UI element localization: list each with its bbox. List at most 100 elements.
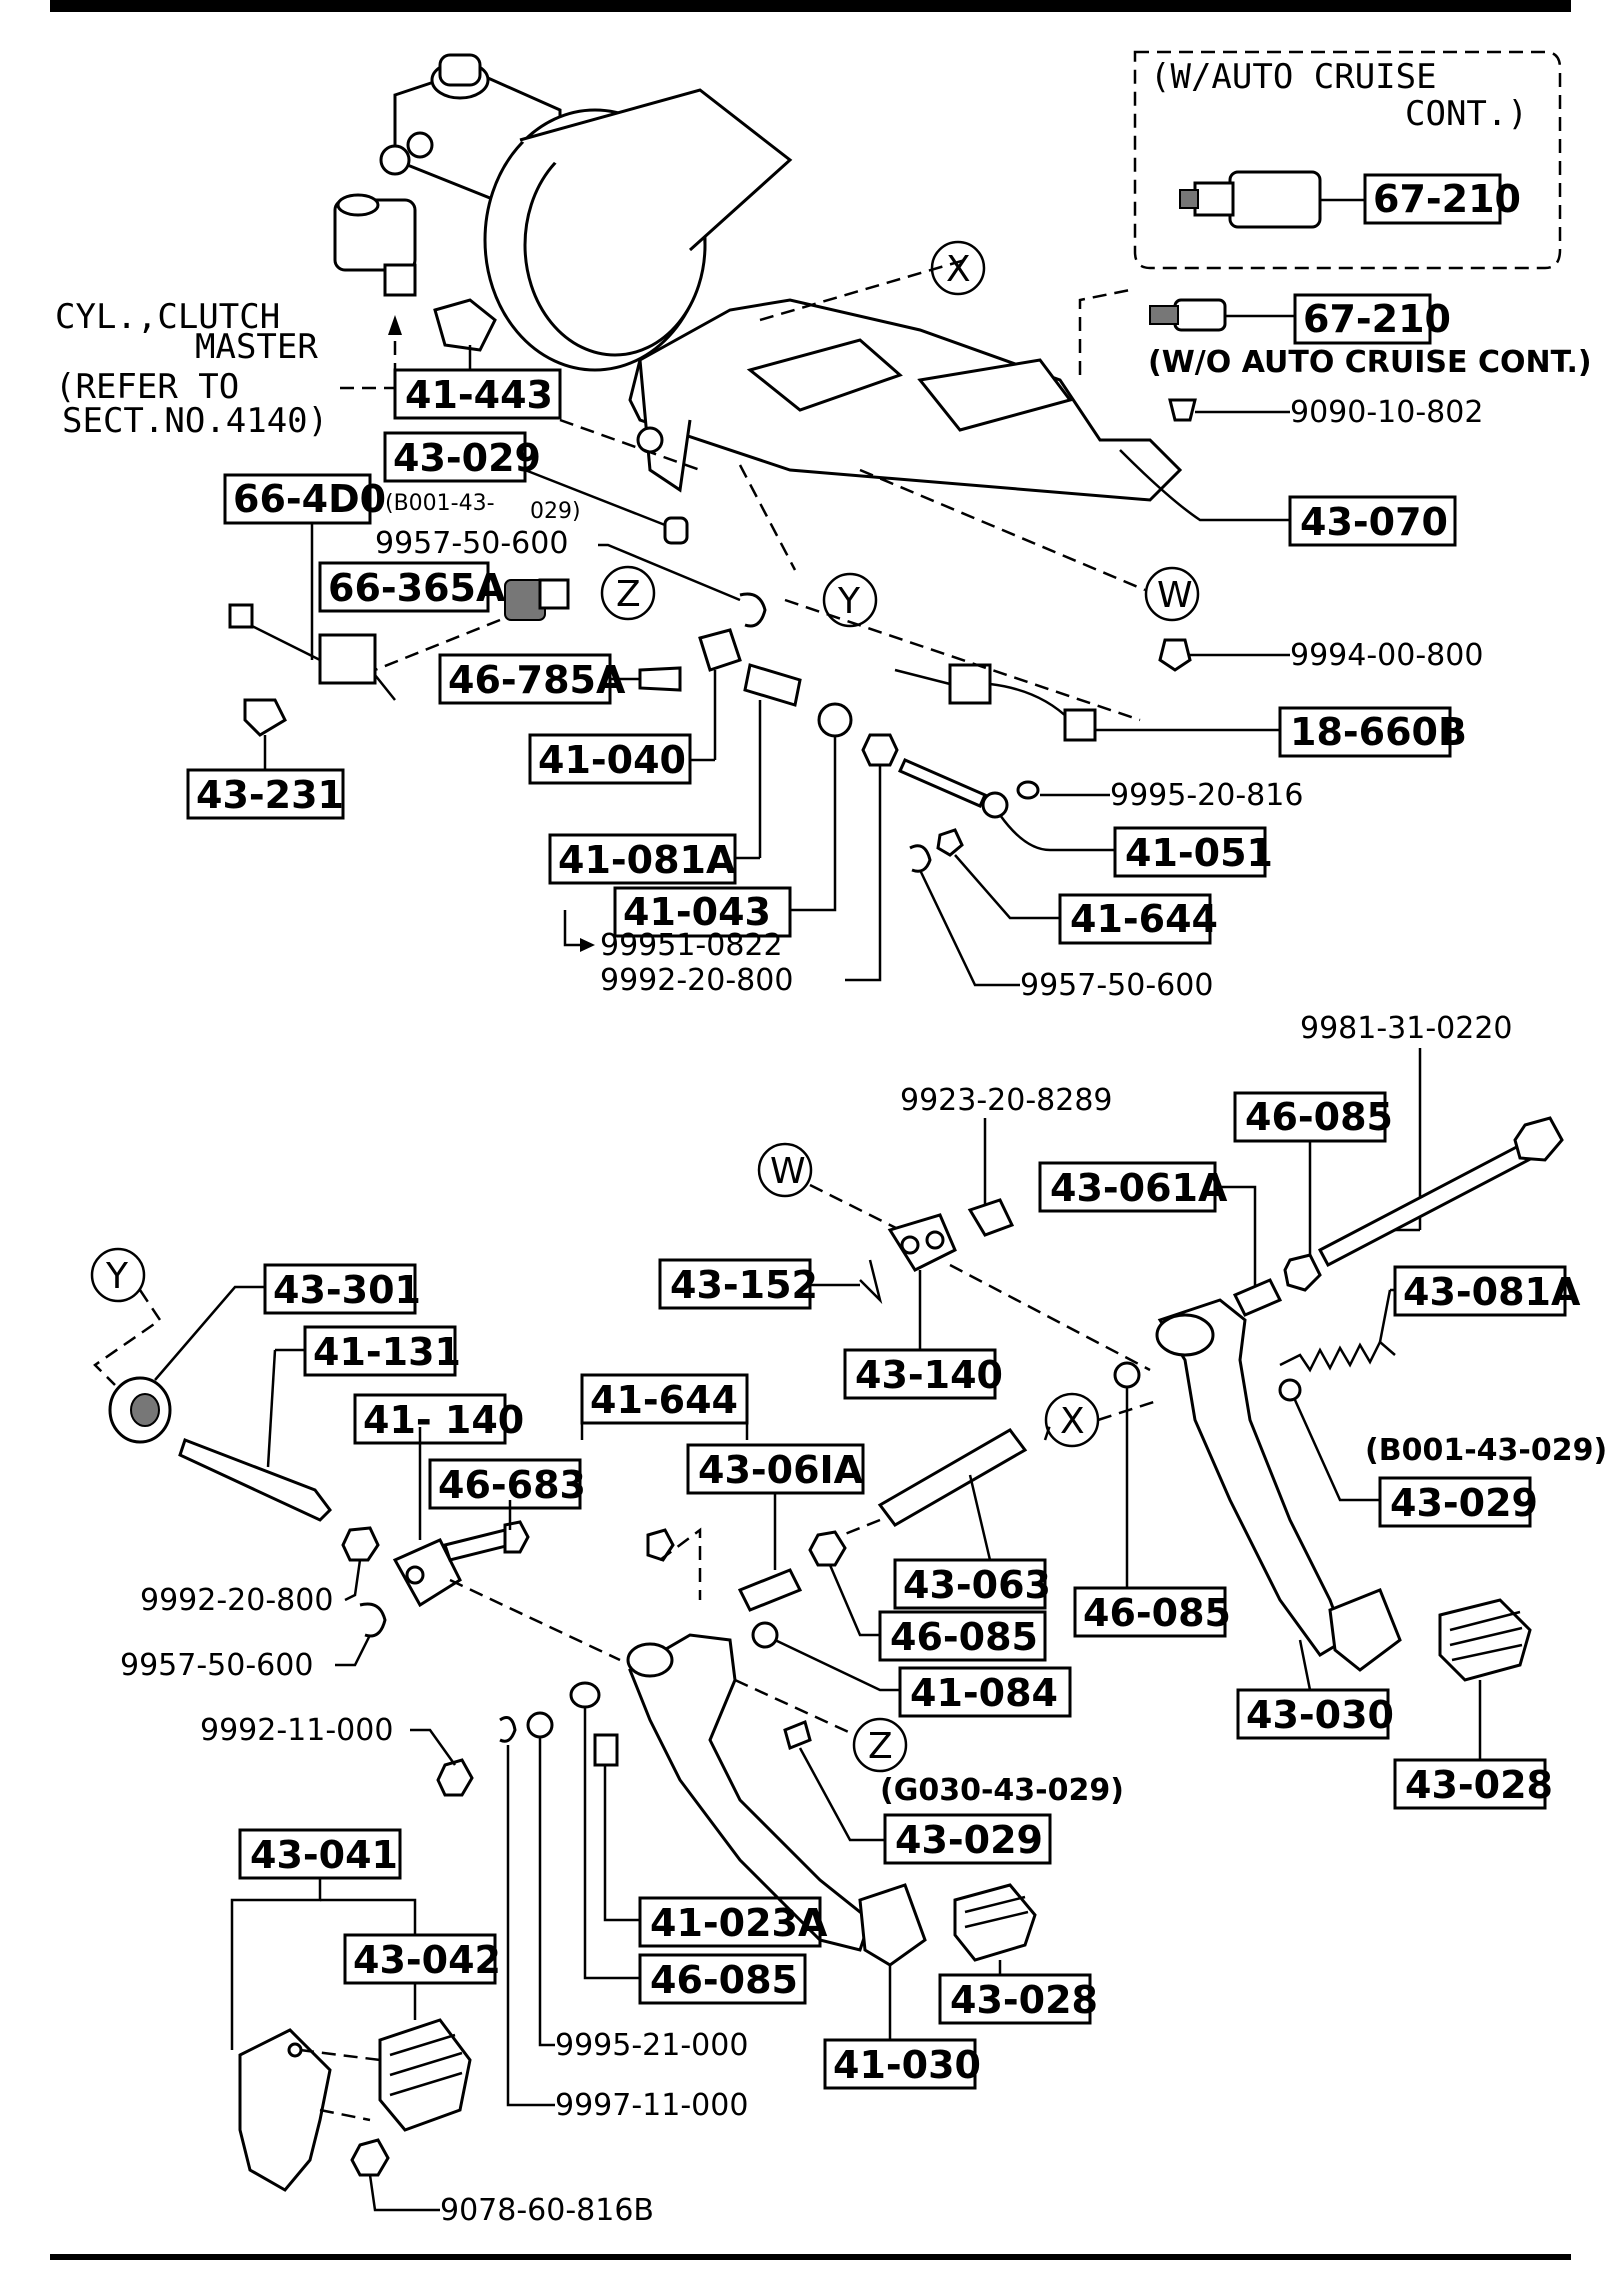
- ref-99951-0822: 99951-0822: [600, 928, 783, 963]
- harness-18-660b-drawing: [894, 663, 1097, 742]
- ref-9997-11-000: 9997-11-000: [555, 2088, 748, 2123]
- part-43-030: 43-030: [1246, 1693, 1394, 1737]
- ref-9090-10-802: 9090-10-802: [1290, 395, 1483, 430]
- marker-x-lower: X: [1060, 1401, 1085, 1442]
- b001-sub-top-a: (B001-43-: [385, 491, 495, 516]
- stop-switch-drawing: [1149, 298, 1227, 332]
- part-18-660b: 18-660B: [1290, 710, 1467, 754]
- ref-9995-21-000: 9995-21-000: [555, 2028, 748, 2063]
- part-43-028-lower: 43-028: [950, 1978, 1098, 2022]
- part-46-085-mid: 46-085: [890, 1615, 1038, 1659]
- part-43-301: 43-301: [273, 1268, 421, 1312]
- marker-z-top: Z: [616, 574, 641, 615]
- screw-43-231-drawing: [243, 698, 287, 737]
- wo-auto-cruise-note: (W/O AUTO CRUISE CONT.): [1148, 345, 1592, 380]
- ref-9995-20-816: 9995-20-816: [1110, 778, 1303, 813]
- part-43-029-right: 43-029: [1390, 1481, 1538, 1525]
- part-46-085-top: 46-085: [1245, 1095, 1393, 1139]
- part-43-028-right: 43-028: [1405, 1763, 1553, 1807]
- part-43-042: 43-042: [353, 1938, 501, 1982]
- part-43-029-top: 43-029: [393, 436, 541, 480]
- b001-sub-right: (B001-43-029): [1365, 1433, 1607, 1468]
- part-43-081a: 43-081A: [1403, 1270, 1581, 1314]
- part-67-210: 67-210: [1303, 297, 1451, 341]
- ref-9981-31-0220: 9981-31-0220: [1300, 1011, 1513, 1046]
- part-41-084: 41-084: [910, 1671, 1058, 1715]
- part-41-644-top: 41-644: [1070, 897, 1218, 941]
- pushrod-41-131-drawing: [178, 1438, 332, 1522]
- part-41-051: 41-051: [1125, 831, 1273, 875]
- part-46-683: 46-683: [438, 1463, 586, 1507]
- marker-z-lower: Z: [868, 1726, 893, 1767]
- part-43-063: 43-063: [903, 1563, 1051, 1607]
- bracket-43-140-drawing: [887, 1213, 957, 1272]
- top-rule: [50, 0, 1571, 12]
- inset-note-line1: (W/AUTO CRUISE: [1150, 57, 1437, 97]
- marker-y-top: Y: [837, 581, 861, 622]
- bolt-41-051-drawing: [898, 758, 987, 808]
- marker-y-lower: Y: [105, 1256, 129, 1297]
- brake-master-cylinder-booster-drawing: [379, 53, 793, 372]
- part-46-085-right-lower: 46-085: [1083, 1591, 1231, 1635]
- bottom-rule: [50, 2254, 1571, 2260]
- g030-sub: (G030-43-029): [880, 1773, 1124, 1808]
- clutch-master-note-line2: MASTER: [195, 327, 318, 367]
- part-41-043: 41-043: [623, 890, 771, 934]
- refer-note-line1: (REFER TO: [55, 367, 239, 407]
- part-41-644-lower: 41-644: [590, 1378, 738, 1422]
- ref-9078-60-816b: 9078-60-816B: [440, 2193, 654, 2228]
- marker-w-lower: W: [770, 1151, 806, 1192]
- ref-9923-20-8289: 9923-20-8289: [900, 1083, 1113, 1118]
- part-43-041: 43-041: [250, 1833, 398, 1877]
- part-41-131: 41-131: [313, 1330, 461, 1374]
- ref-9994-00-800: 9994-00-800: [1290, 638, 1483, 673]
- bushing-41-081a-drawing: [743, 663, 802, 707]
- part-43-231: 43-231: [196, 773, 344, 817]
- bushing-41-043-drawing: [817, 702, 853, 738]
- bushing-43-063-drawing: [877, 1428, 1028, 1527]
- harness-66-4d0-drawing: [228, 603, 396, 701]
- clutch-pad-43-028-drawing: [953, 1883, 1037, 1962]
- ref-9992-20-800-lower: 9992-20-800: [140, 1583, 333, 1618]
- marker-x-top: X: [946, 249, 971, 290]
- part-43-029-lower: 43-029: [895, 1818, 1043, 1862]
- pedal-extension-43-041-drawing: [238, 2028, 332, 2192]
- part-43-070: 43-070: [1300, 500, 1448, 544]
- pedal-bracket-drawing: [628, 298, 1183, 502]
- pivot-bolt-9981-drawing: [1317, 1116, 1564, 1268]
- clutch-master-note-line1: CYL.,CLUTCH: [55, 297, 280, 337]
- part-41-140: 41- 140: [363, 1398, 524, 1442]
- bushing-43-301-drawing: [108, 1376, 172, 1444]
- part-41-030: 41-030: [833, 2043, 981, 2087]
- clutch-switch-drawing: [504, 578, 570, 621]
- part-43-152: 43-152: [670, 1263, 818, 1307]
- marker-w-top: W: [1157, 575, 1193, 616]
- ref-9957-50-600-top: 9957-50-600: [375, 526, 568, 561]
- ref-9957-50-600-lower: 9957-50-600: [120, 1648, 313, 1683]
- bushing-43-061a-lower-drawing: [737, 1568, 803, 1612]
- part-41-040: 41-040: [538, 738, 686, 782]
- refer-note-line2: SECT.NO.4140): [62, 401, 328, 441]
- part-43-061a-top: 43-061A: [1050, 1166, 1228, 1210]
- ref-9992-11-000: 9992-11-000: [200, 1713, 393, 1748]
- part-43-140: 43-140: [855, 1353, 1003, 1397]
- clevis-41-140-drawing: [392, 1538, 462, 1608]
- inset-note-line2: CONT.): [1405, 94, 1528, 134]
- inset-dashed-frame: [1133, 50, 1562, 270]
- b001-sub-top-b: 029): [530, 499, 581, 524]
- part-67-210-inset: 67-210: [1373, 177, 1521, 221]
- part-46-085-lower: 46-085: [650, 1958, 798, 2002]
- ref-9957-50-600-mid: 9957-50-600: [1020, 968, 1213, 1003]
- brake-pedal-43-030-drawing: [1155, 1298, 1402, 1672]
- clutch-pedal-41-030-drawing: [626, 1633, 927, 1967]
- part-41-081a: 41-081A: [558, 838, 736, 882]
- clevis-41-040-drawing: [698, 628, 742, 672]
- part-41-023a: 41-023A: [650, 1901, 828, 1945]
- ref-9992-20-800-top: 9992-20-800: [600, 963, 793, 998]
- part-46-785a: 46-785A: [448, 658, 626, 702]
- pedal-pad-43-042-drawing: [378, 2018, 472, 2132]
- gasket-41-443-drawing: [433, 298, 497, 352]
- part-41-443: 41-443: [405, 373, 553, 417]
- cruise-switch-inset-drawing: [1179, 170, 1322, 229]
